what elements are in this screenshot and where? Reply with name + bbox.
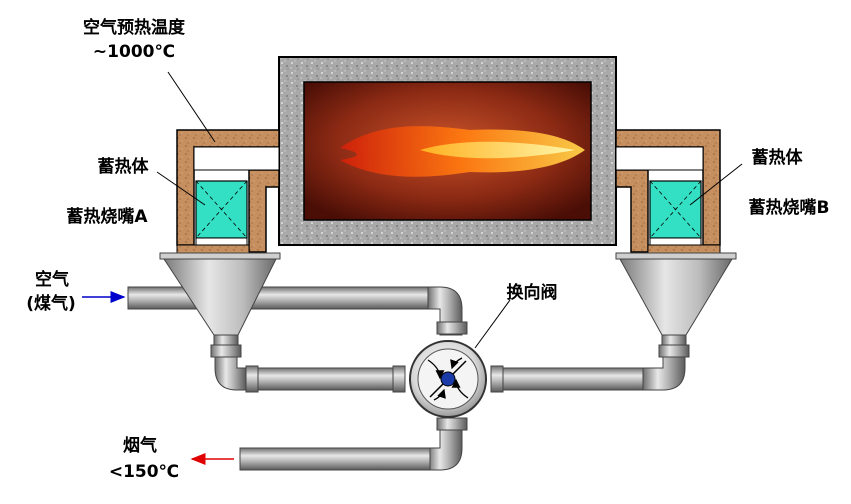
flue-gas-label-line2: <150℃ — [108, 462, 180, 482]
air-preheat-title: 空气预热温度 — [83, 18, 185, 38]
burner-b-label: 蓄热烧嘴B — [748, 198, 830, 218]
flame-core — [420, 141, 575, 159]
burner-a — [176, 129, 280, 254]
leader-air-preheat — [167, 71, 216, 143]
funnel-right — [615, 252, 737, 346]
funnel-left — [159, 252, 281, 346]
air-preheat-temp: ~1000℃ — [92, 42, 176, 62]
regenerator-left-label: 蓄热体 — [97, 157, 149, 177]
regenerator-right-label: 蓄热体 — [751, 148, 803, 168]
leader-valve — [474, 299, 511, 349]
furnace — [278, 56, 617, 246]
air-inlet-label-line1: 空气 — [35, 270, 69, 290]
reversing-valve — [409, 340, 487, 418]
reversing-valve-label: 换向阀 — [506, 283, 558, 303]
flue-gas-label-line1: 烟气 — [123, 436, 157, 456]
air-inlet-label-line2: (煤气) — [26, 294, 76, 314]
burner-b — [615, 129, 721, 254]
leader-regenerator-right — [689, 163, 743, 206]
leader-regenerator-left — [156, 171, 206, 206]
burner-a-label: 蓄热烧嘴A — [66, 207, 148, 227]
